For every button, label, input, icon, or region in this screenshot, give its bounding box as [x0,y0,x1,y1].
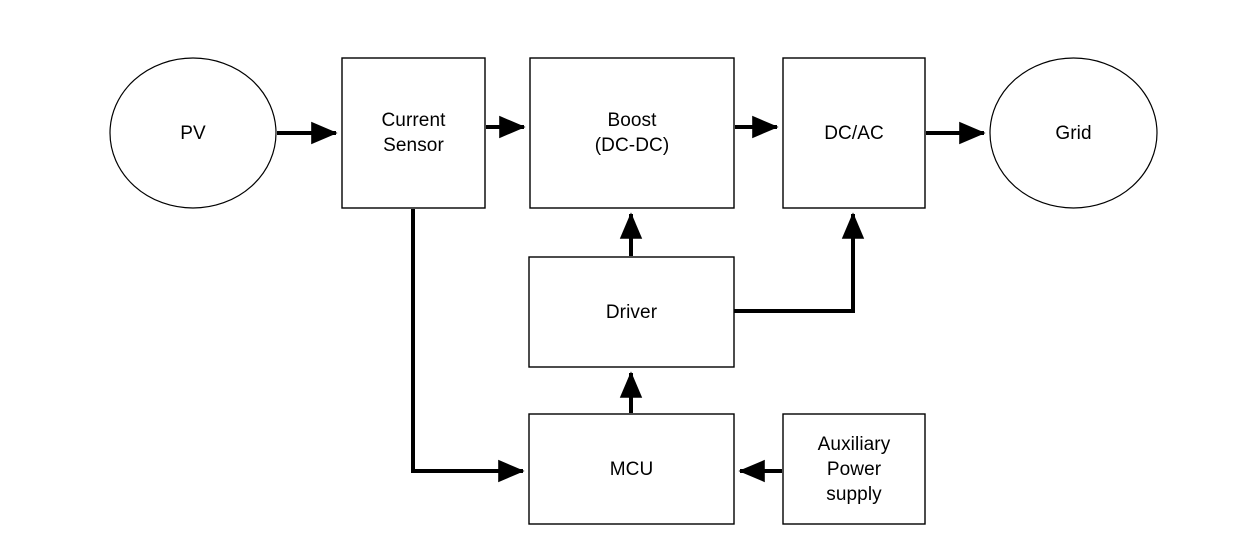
node-shape-mcu [528,413,735,525]
node-shape-pv [109,57,277,209]
node-shape-grid [989,57,1158,209]
connector-current-sensor-to-mcu [411,209,525,483]
node-shape-boost [529,57,735,209]
node-shape-aux-power [782,413,926,525]
node-shape-dc-ac [782,57,926,209]
connector-driver-to-dc-ac [734,212,865,313]
node-shape-driver [528,256,735,368]
node-shape-current-sensor [341,57,486,209]
